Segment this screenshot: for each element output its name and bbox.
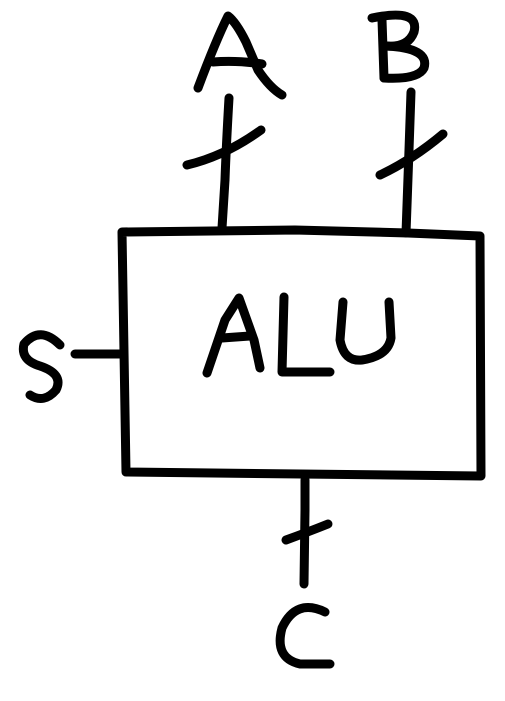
input-b-line (375, 87, 448, 238)
output-c-line (281, 475, 333, 589)
input-b-letter (367, 10, 430, 83)
alu-label (202, 292, 396, 378)
input-a-line (182, 93, 266, 233)
control-s-letter (18, 330, 65, 404)
output-c-letter (275, 603, 335, 669)
input-a-letter (193, 11, 287, 100)
alu-block (117, 225, 486, 481)
